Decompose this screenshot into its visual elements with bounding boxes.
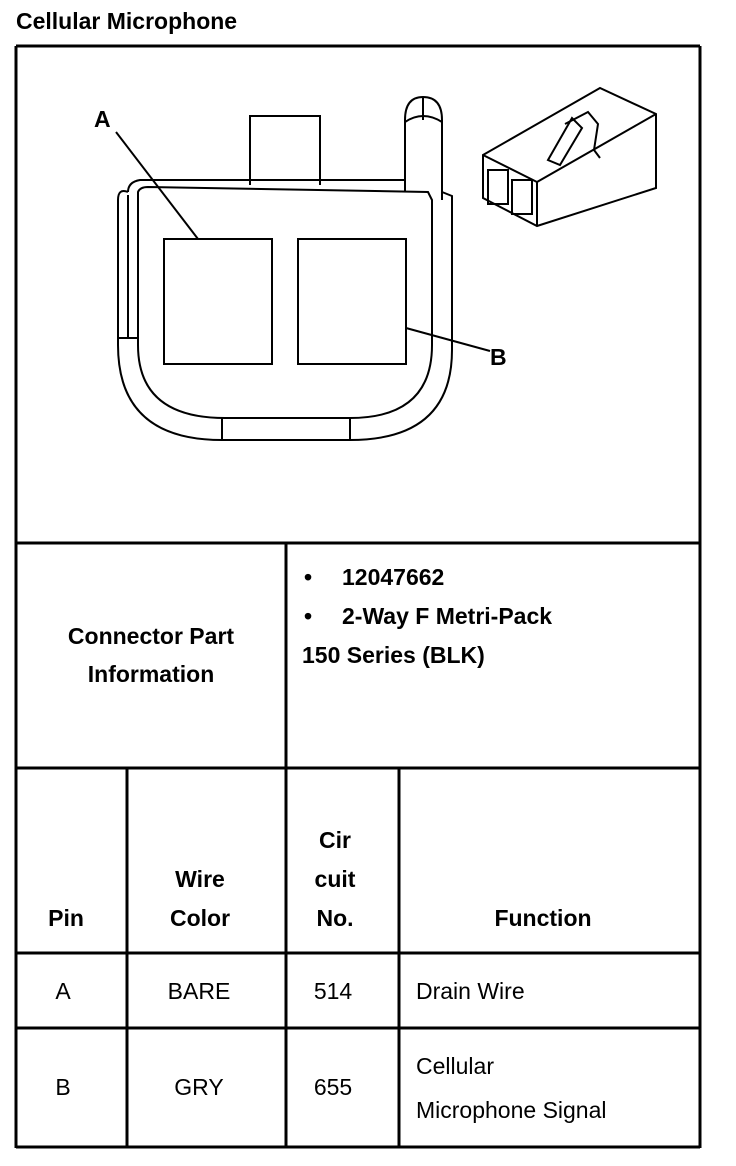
header-circuit-no-line: cuit: [314, 866, 356, 892]
header-function-text: Function: [494, 905, 592, 931]
header-function: Function: [402, 899, 684, 938]
header-circuit-no-line: Cir: [319, 827, 351, 853]
connector-type: 2-Way F Metri-Pack: [342, 603, 553, 629]
connector-isometric: [482, 86, 657, 228]
page-title: Cellular Microphone: [16, 8, 238, 34]
header-wire-color: Wire Color: [130, 860, 270, 938]
row-b-wire-color: GRY: [174, 1074, 224, 1100]
row-a-wire-color: BARE: [167, 978, 231, 1004]
row-b-circuit-no: 655: [313, 1074, 353, 1100]
connector-face: [115, 95, 491, 441]
bullet-connector-type: •: [304, 603, 313, 629]
header-pin-text: Pin: [48, 905, 84, 931]
header-wire-color-line: Wire: [175, 866, 225, 892]
header-pin: Pin: [18, 899, 114, 938]
part-number: 12047662: [342, 564, 445, 590]
callout-label-b: B: [490, 344, 507, 370]
table-grid: [14, 44, 702, 1149]
header-wire-color-line: Color: [169, 905, 231, 931]
row-b-function-line: Microphone Signal: [416, 1097, 607, 1123]
callout-label-a: A: [94, 106, 111, 132]
row-b-function-line: Cellular: [416, 1053, 494, 1079]
row-a-pin: A: [55, 978, 71, 1004]
connector-info-label-line: Connector Part: [67, 623, 235, 649]
connector-series: 150 Series (BLK): [302, 642, 485, 668]
bullet-part-number: •: [304, 564, 313, 590]
row-b-pin: B: [55, 1074, 71, 1100]
row-a-function: Drain Wire: [416, 978, 525, 1004]
header-circuit-no: Cir cuit No.: [290, 821, 380, 938]
header-circuit-no-line: No.: [316, 905, 354, 931]
connector-info-label-line: Information: [87, 661, 215, 687]
row-a-circuit-no: 514: [313, 978, 353, 1004]
connector-info-label: Connector Part Information: [18, 617, 284, 693]
row-b-function: Cellular Microphone Signal: [416, 1044, 607, 1132]
